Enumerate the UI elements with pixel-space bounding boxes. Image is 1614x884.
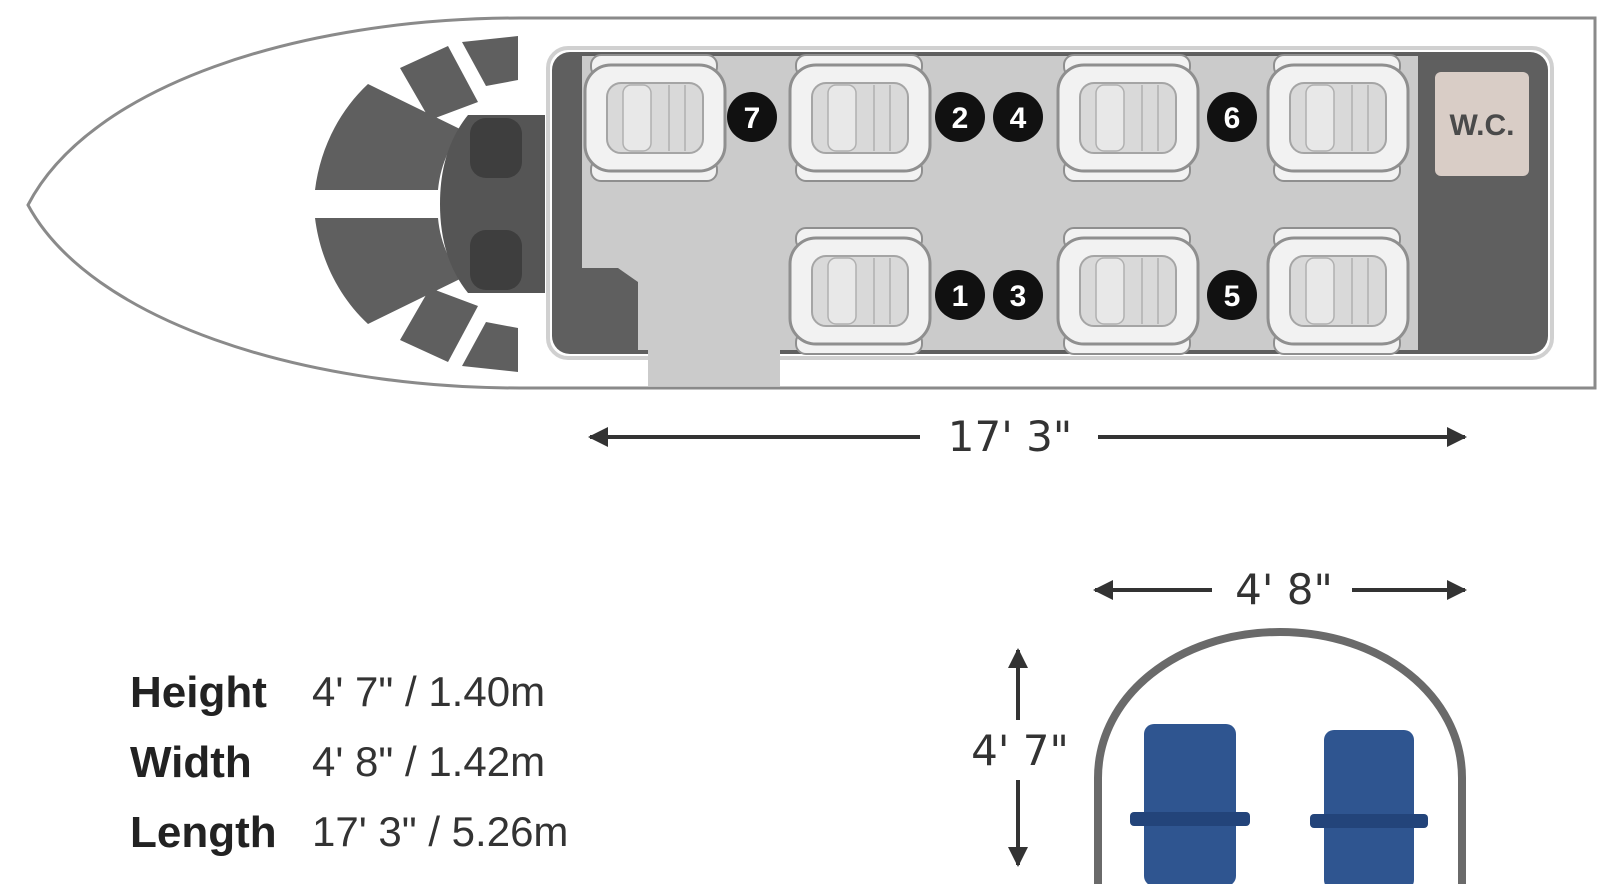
spec-height: Height 4' 7" / 1.40m xyxy=(130,668,568,738)
spec-length: Length 17' 3" / 5.26m xyxy=(130,808,568,878)
length-dimension: 17' 3" xyxy=(948,412,1072,461)
cabin-specs: Height 4' 7" / 1.40m Width 4' 8" / 1.42m… xyxy=(130,668,568,878)
cross-section-seat-left xyxy=(1130,724,1250,884)
seat-number-badge: 7 xyxy=(727,92,777,142)
seat-1 xyxy=(788,227,932,355)
spec-value: 4' 8" / 1.42m xyxy=(312,738,546,785)
seat-2 xyxy=(788,54,932,182)
seat-number: 1 xyxy=(952,280,969,313)
seat-number: 2 xyxy=(952,102,969,135)
seat-number: 5 xyxy=(1224,280,1241,313)
spec-label: Length xyxy=(130,808,277,857)
spec-label: Height xyxy=(130,668,267,717)
spec-value: 4' 7" / 1.40m xyxy=(312,668,546,715)
seat-number-badge: 3 xyxy=(993,270,1043,320)
seat-3 xyxy=(1056,227,1200,355)
seat-4 xyxy=(1056,54,1200,182)
seat-number-badge: 1 xyxy=(935,270,985,320)
seat-number: 6 xyxy=(1224,102,1241,135)
seat-number-badge: 4 xyxy=(993,92,1043,142)
seat-6 xyxy=(1266,54,1410,182)
wc-compartment xyxy=(1435,72,1529,176)
spec-width: Width 4' 8" / 1.42m xyxy=(130,738,568,808)
seat-number: 7 xyxy=(744,102,761,135)
cross-section-seat-right xyxy=(1310,730,1428,884)
seat-number-badge: 6 xyxy=(1207,92,1257,142)
seat-number: 4 xyxy=(1010,102,1027,135)
cabin-cross-section xyxy=(1094,627,1466,884)
spec-value: 17' 3" / 5.26m xyxy=(312,808,569,855)
spec-label: Width xyxy=(130,738,252,787)
seat-5 xyxy=(1266,227,1410,355)
pilot-seats xyxy=(470,118,522,290)
seat-badges: 7 2 4 6 1 3 5 xyxy=(727,92,1257,320)
height-dimension: 4' 7" xyxy=(971,726,1069,775)
wc-label: W.C. xyxy=(1450,109,1515,142)
seat-number-badge: 5 xyxy=(1207,270,1257,320)
seat-number: 3 xyxy=(1010,280,1027,313)
seat-7 xyxy=(583,54,727,182)
seat-number-badge: 2 xyxy=(935,92,985,142)
width-dimension: 4' 8" xyxy=(1235,565,1333,614)
seats xyxy=(583,54,1410,355)
